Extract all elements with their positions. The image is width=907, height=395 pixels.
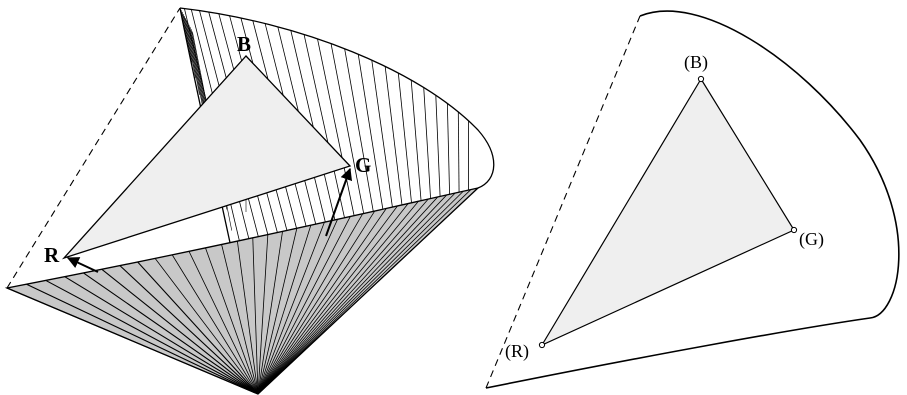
- back-surface-rib: [397, 73, 413, 206]
- fan-rib: [257, 231, 283, 395]
- back-surface-rib: [371, 60, 394, 211]
- back-surface-rib: [330, 43, 365, 218]
- fan-rib: [171, 254, 259, 395]
- back-surface-rib: [303, 34, 346, 223]
- back-surface-rib: [357, 54, 384, 213]
- fan-rib: [257, 205, 398, 395]
- green-vector-arrow: [325, 167, 353, 237]
- fan-rib: [257, 210, 376, 395]
- fan-rib: [257, 213, 364, 395]
- label-r-2d: (R): [505, 341, 529, 362]
- fan-rib: [205, 247, 259, 395]
- primary-g-point: [790, 226, 798, 234]
- back-surface-rib: [457, 111, 460, 193]
- fan-rib: [257, 219, 338, 395]
- cone-lower-rim: [4, 186, 481, 395]
- back-surface-rib: [317, 38, 356, 221]
- cone-dashed-edge: [6, 7, 181, 289]
- fan-rib: [26, 283, 259, 395]
- fan-rib: [257, 234, 269, 395]
- fan-rib: [236, 241, 259, 395]
- label-g-3d: G: [355, 153, 371, 177]
- cone-lower-surface: [6, 187, 479, 395]
- fan-rib: [119, 265, 259, 395]
- fan-rib: [257, 200, 419, 395]
- fan-rib: [257, 198, 429, 395]
- fan-rib: [257, 225, 312, 395]
- fan-rib: [257, 208, 387, 395]
- primary-r-point: [538, 341, 546, 349]
- fan-rib: [257, 192, 456, 395]
- cone-diagram: B G R: [4, 7, 495, 395]
- back-surface-rib: [181, 11, 193, 63]
- back-surface-rib: [185, 18, 205, 113]
- cone-back-surface: [180, 8, 469, 250]
- fan-rib: [221, 244, 259, 395]
- fan-rib: [188, 251, 259, 395]
- red-vector-arrow: [66, 257, 99, 273]
- fan-rib: [101, 268, 259, 395]
- back-surface-rib: [410, 80, 422, 203]
- fan-rib: [257, 228, 298, 395]
- back-surface-rib: [184, 16, 200, 95]
- fan-rib: [154, 258, 259, 395]
- fan-rib: [83, 272, 259, 395]
- back-surface-rib: [446, 103, 451, 196]
- spectral-locus: [485, 10, 900, 389]
- label-b-2d: (B): [684, 52, 708, 73]
- back-surface-rib: [423, 87, 432, 201]
- fan-rib: [257, 194, 448, 395]
- fan-rib: [257, 190, 464, 395]
- label-g-2d: (G): [799, 229, 824, 250]
- back-surface-rib: [435, 95, 441, 198]
- cone-lower-shade: [7, 188, 478, 394]
- rgb-gamut-triangle: [540, 77, 795, 347]
- fan-rib: [137, 261, 259, 395]
- back-surface-rib: [344, 48, 375, 216]
- label-r-3d: R: [44, 243, 60, 267]
- fan-rib: [257, 216, 351, 395]
- fan-rib: [257, 203, 409, 395]
- primary-b-point: [697, 75, 705, 83]
- label-b-3d: B: [237, 32, 251, 56]
- back-surface-rib: [384, 66, 403, 208]
- fan-rib: [257, 196, 439, 395]
- chromaticity-diagram: (B) (G) (R): [485, 10, 900, 389]
- back-surface-rib: [182, 13, 196, 79]
- cone-top-rim: [179, 7, 495, 189]
- fan-rib: [45, 279, 259, 395]
- fan-rib: [252, 237, 259, 395]
- fan-rib: [64, 276, 259, 395]
- rgb-triangle-3d: [61, 55, 352, 260]
- fan-rib: [257, 222, 325, 395]
